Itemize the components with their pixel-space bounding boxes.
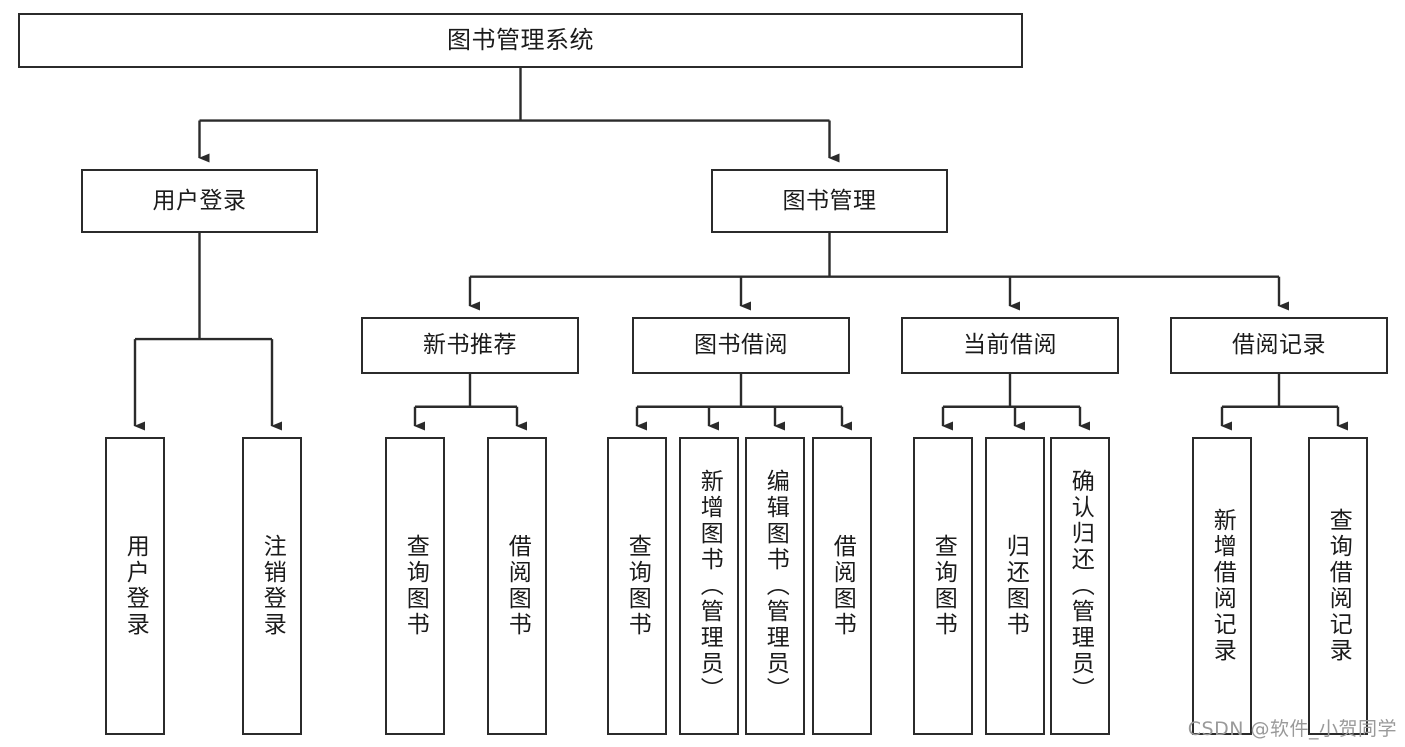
node-label: 用户登录 xyxy=(152,187,247,214)
node-leaf-rec-1[interactable]: 新增借阅记录 xyxy=(1192,437,1252,735)
node-label: 借阅图书 xyxy=(829,534,856,638)
node-label: 注销登录 xyxy=(259,534,286,638)
node-label: 图书管理系统 xyxy=(447,25,594,54)
node-label: 新书推荐 xyxy=(423,332,517,359)
node-borrow[interactable]: 图书借阅 xyxy=(632,317,850,374)
node-label: 借阅记录 xyxy=(1232,332,1326,359)
node-leaf-login-2[interactable]: 注销登录 xyxy=(242,437,302,735)
node-label: 查询图书 xyxy=(930,534,957,638)
node-root[interactable]: 图书管理系统 xyxy=(18,13,1023,68)
node-label: 用户登录 xyxy=(122,534,149,638)
node-label: 图书借阅 xyxy=(694,332,788,359)
node-label: 编辑图书（管理员） xyxy=(762,469,789,703)
node-leaf-new-2[interactable]: 借阅图书 xyxy=(487,437,547,735)
node-label: 新增图书（管理员） xyxy=(696,469,723,703)
node-current[interactable]: 当前借阅 xyxy=(901,317,1119,374)
csdn-watermark: CSDN @软件_小贺同学 xyxy=(1187,718,1397,740)
node-bookmgmt[interactable]: 图书管理 xyxy=(711,169,948,233)
node-login[interactable]: 用户登录 xyxy=(81,169,318,233)
node-label: 归还图书 xyxy=(1002,534,1029,638)
node-leaf-borrow-1[interactable]: 查询图书 xyxy=(607,437,667,735)
node-newbook[interactable]: 新书推荐 xyxy=(361,317,579,374)
node-label: 查询借阅记录 xyxy=(1325,508,1352,664)
node-leaf-borrow-3[interactable]: 编辑图书（管理员） xyxy=(745,437,805,735)
node-leaf-cur-2[interactable]: 归还图书 xyxy=(985,437,1045,735)
node-label: 图书管理 xyxy=(782,187,877,214)
node-records[interactable]: 借阅记录 xyxy=(1170,317,1388,374)
node-label: 确认归还（管理员） xyxy=(1067,469,1094,703)
node-leaf-borrow-4[interactable]: 借阅图书 xyxy=(812,437,872,735)
node-label: 查询图书 xyxy=(624,534,651,638)
node-leaf-rec-2[interactable]: 查询借阅记录 xyxy=(1308,437,1368,735)
node-leaf-new-1[interactable]: 查询图书 xyxy=(385,437,445,735)
node-label: 新增借阅记录 xyxy=(1209,508,1236,664)
node-leaf-cur-3[interactable]: 确认归还（管理员） xyxy=(1050,437,1110,735)
node-leaf-borrow-2[interactable]: 新增图书（管理员） xyxy=(679,437,739,735)
node-label: 当前借阅 xyxy=(963,332,1057,359)
node-label: 查询图书 xyxy=(402,534,429,638)
node-label: 借阅图书 xyxy=(504,534,531,638)
node-leaf-login-1[interactable]: 用户登录 xyxy=(105,437,165,735)
node-leaf-cur-1[interactable]: 查询图书 xyxy=(913,437,973,735)
